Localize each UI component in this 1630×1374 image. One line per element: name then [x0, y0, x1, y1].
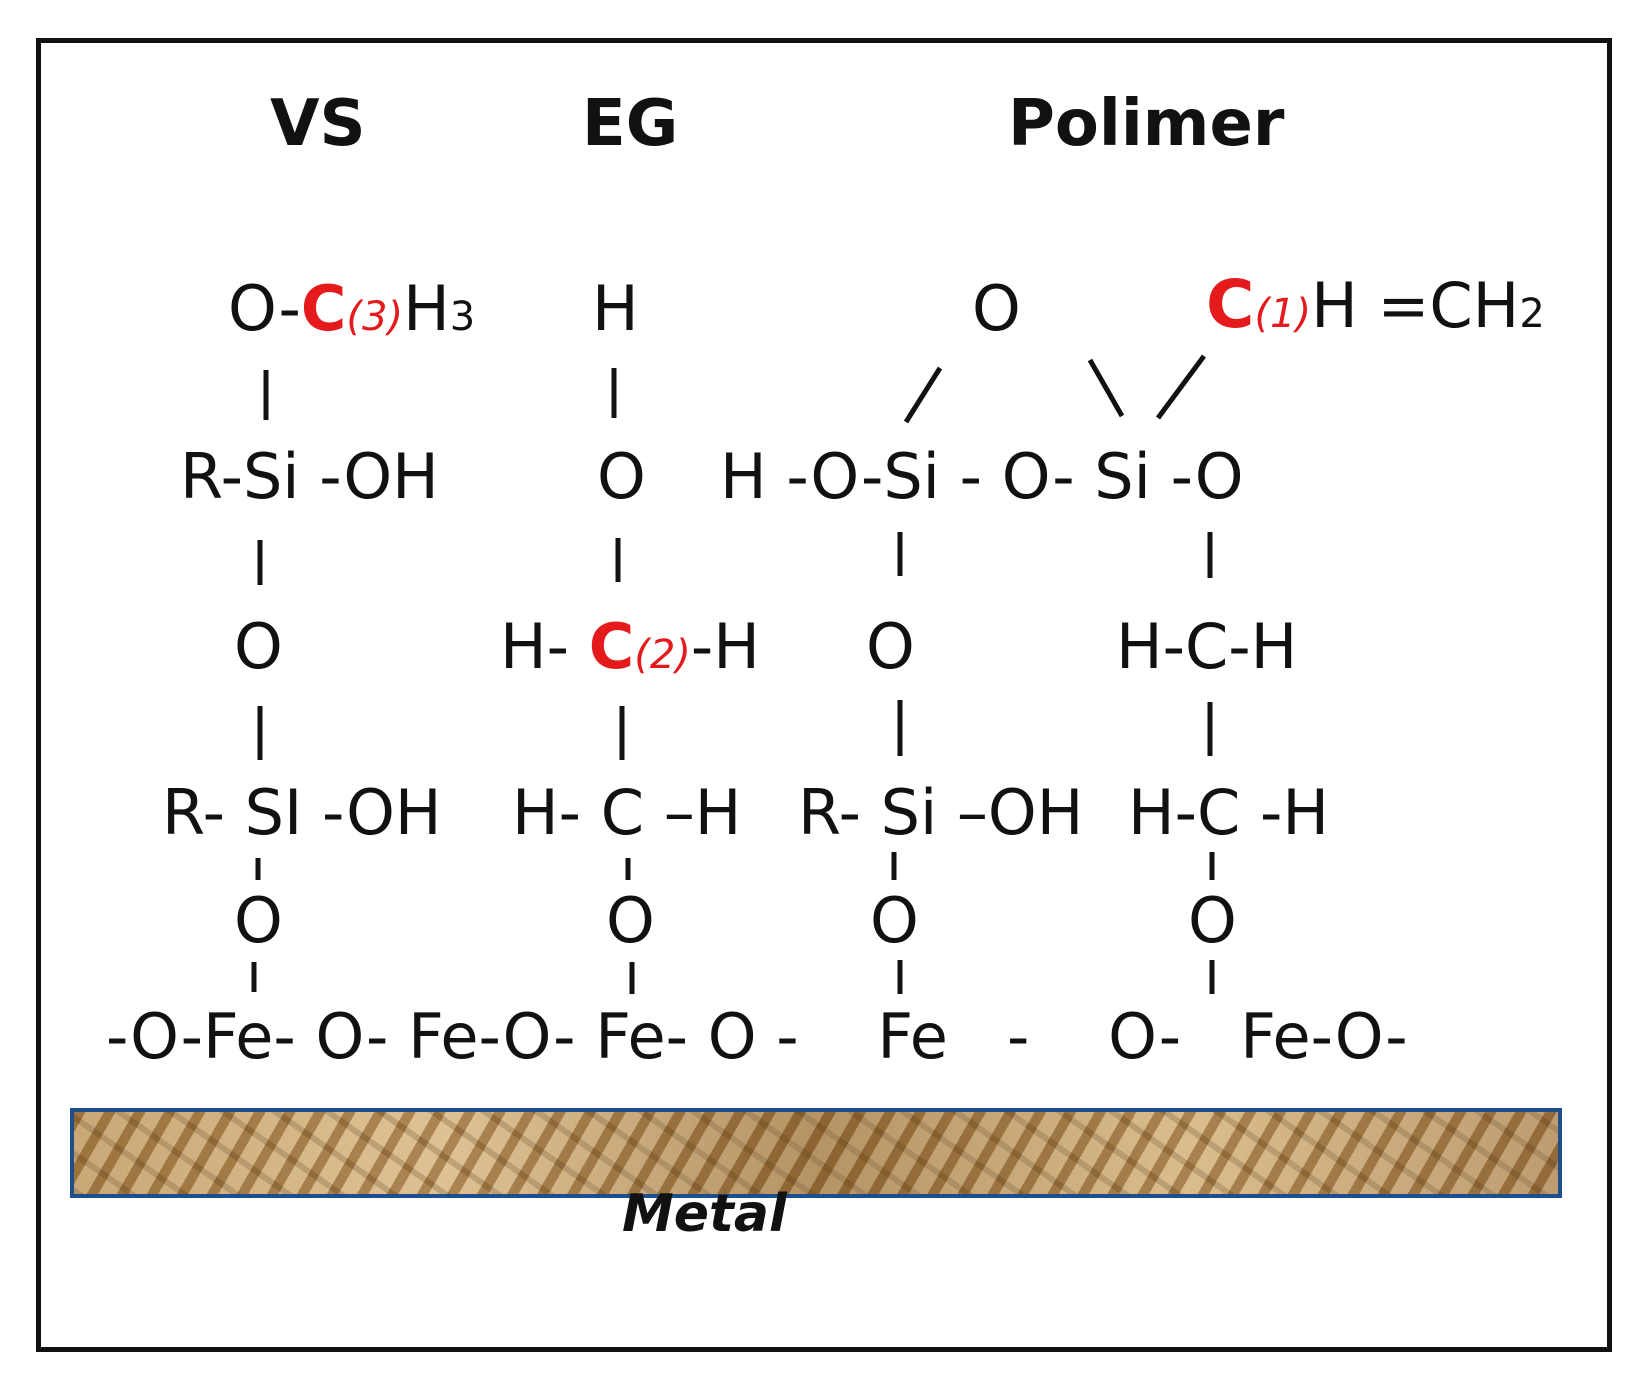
eg-ch2-group: H- C(2)-H	[500, 616, 760, 678]
vs-silanol-row-2: R- SI -OH	[162, 776, 442, 849]
polymer-ch2-lower: H-C -H	[1128, 776, 1329, 849]
header-vs: VS	[270, 87, 366, 161]
polymer-top-oxygen: O	[972, 272, 1021, 345]
eg-hydroxyl-h: H	[592, 272, 639, 345]
polymer-siloxane-chain: H -O-Si - O- Si -O	[720, 440, 1244, 513]
vs-carbon-3: C	[300, 272, 347, 345]
polymer-bridging-oxygen: O	[866, 610, 915, 683]
vs-methoxy-h: H	[403, 272, 450, 345]
eg-anchor-oxygen: O	[606, 884, 655, 957]
bond-polymer-oxygen-right	[1087, 358, 1125, 418]
vs-methoxy-h-count: 3	[449, 294, 476, 340]
polymer-silanol: R- Si –OH	[798, 776, 1084, 849]
vs-bridging-oxygen: O	[234, 610, 283, 683]
eg-carbon-2: C	[588, 610, 635, 683]
eg-ch2-lower: H- C –H	[512, 776, 742, 849]
iron-oxide-chain: -O-Fe- O- Fe-O- Fe- O - Fe - O- Fe-O-	[106, 1000, 1408, 1073]
polymer-anchor-oxygen-left: O	[870, 884, 919, 957]
vs-methoxy-o: O-	[228, 272, 301, 345]
polymer-carbon-1: C	[1206, 266, 1255, 343]
eg-ch2-right-h: -H	[690, 610, 760, 683]
vs-anchor-oxygen: O	[234, 884, 283, 957]
vs-silanol-row-1: R-Si -OH	[180, 440, 439, 513]
polymer-ch2-upper: H-C-H	[1116, 610, 1298, 683]
eg-ch2-left-h: H-	[500, 610, 589, 683]
polymer-vinyl-h-count: 2	[1519, 291, 1545, 337]
vs-methoxy-group: O-C(3)H3	[228, 278, 475, 340]
figure-frame	[36, 38, 1612, 1352]
eg-carbon-2-index: (2)	[634, 632, 691, 678]
eg-hydroxyl-o: O	[597, 440, 646, 513]
bond-polymer-vinyl	[1155, 354, 1207, 420]
polymer-vinyl-rest: H =CH	[1311, 269, 1520, 342]
vs-carbon-3-index: (3)	[346, 294, 404, 340]
metal-surface	[70, 1108, 1562, 1198]
bond-polymer-oxygen-left	[903, 366, 943, 424]
polymer-carbon-1-index: (1)	[1254, 291, 1312, 337]
polymer-vinyl-group: C(1)H =CH2	[1206, 272, 1545, 338]
header-eg: EG	[582, 87, 679, 161]
polymer-anchor-oxygen-right: O	[1188, 884, 1237, 957]
metal-label: Metal	[622, 1184, 787, 1244]
header-polymer: Polimer	[1008, 87, 1285, 161]
